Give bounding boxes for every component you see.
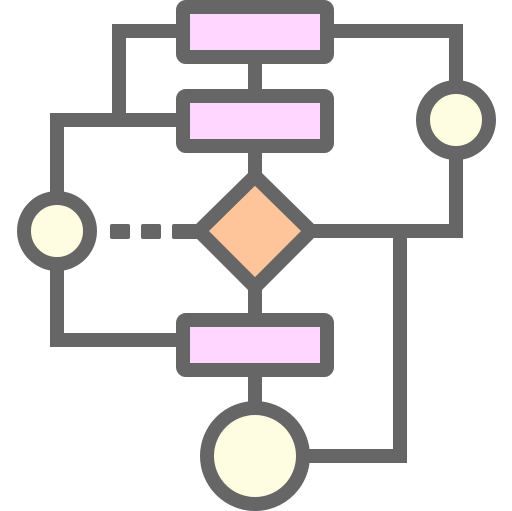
connector-circle-right: [416, 80, 496, 160]
dash-segment: [141, 224, 161, 239]
process-box-second: [176, 89, 334, 153]
decision-diamond: [192, 169, 318, 294]
edge-top-to-connector-right: [321, 24, 463, 92]
edge-connector-left-to-bottom: [50, 261, 190, 347]
terminator-circle: [200, 401, 310, 511]
edge-top-to-second-left: [112, 24, 190, 127]
connector-circle-left: [17, 191, 97, 271]
edge-connector-right-to-decision: [304, 148, 463, 238]
process-box-top: [176, 0, 334, 64]
edge-decision-to-terminator: [293, 224, 407, 463]
dash-segment: [110, 224, 130, 239]
process-box-bottom: [176, 313, 334, 377]
edge-second-to-connector-left: [50, 113, 190, 202]
dashed-connector: [110, 224, 200, 239]
connector-lines: [50, 24, 463, 463]
